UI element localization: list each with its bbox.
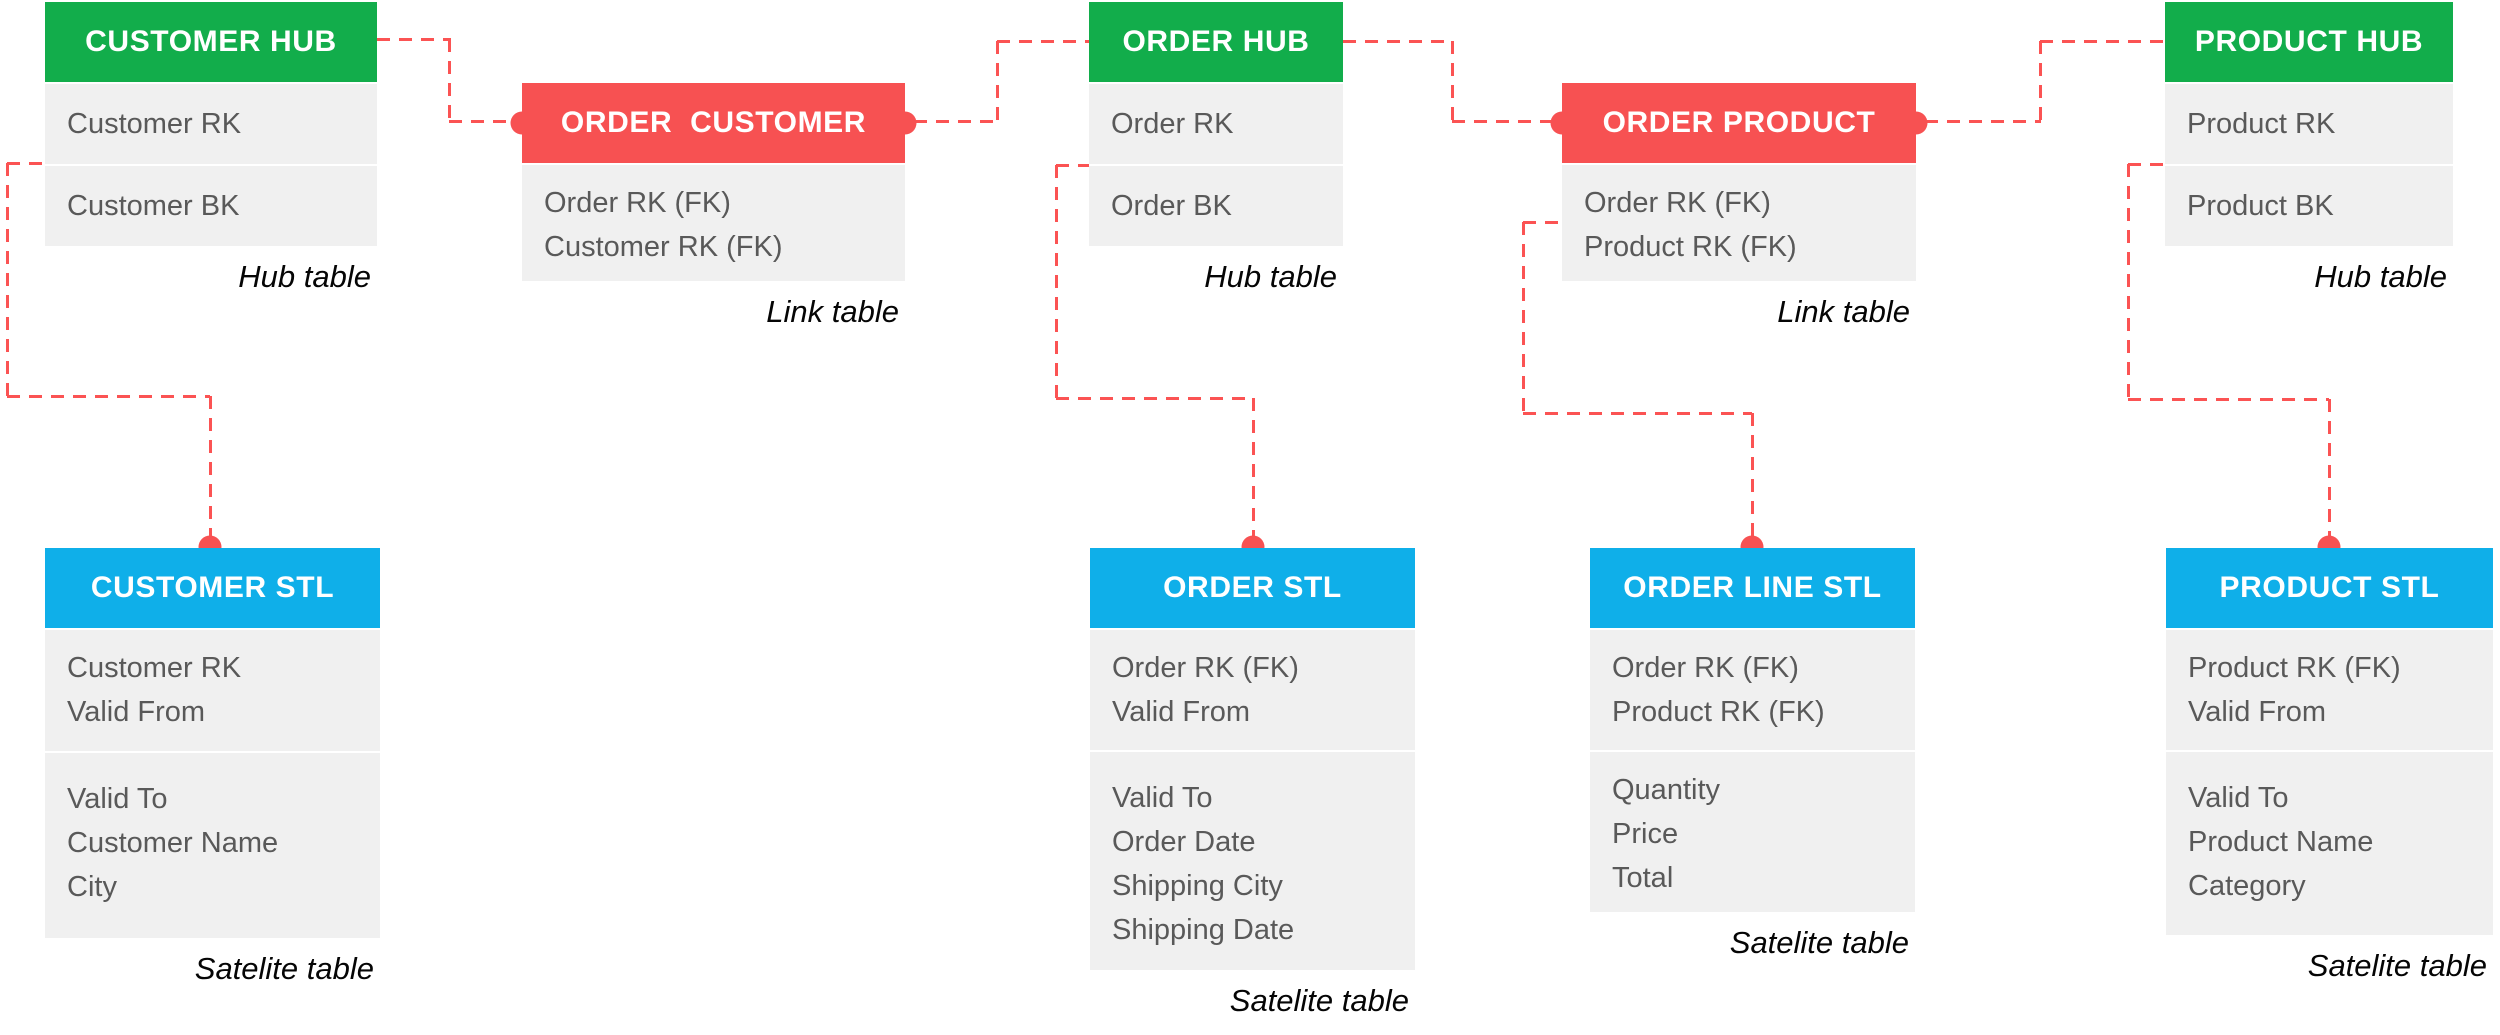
order-line-stl-type-label: Satelite table bbox=[1729, 925, 1909, 960]
product-hub-header: PRODUCT HUB bbox=[2165, 2, 2453, 82]
order-customer-link-fields: Order RK (FK) Customer RK (FK) bbox=[522, 165, 905, 281]
order-stl-header: ORDER STL bbox=[1090, 548, 1415, 628]
order-product-to-product-hub-segment bbox=[1925, 119, 2041, 123]
order-hub-to-order-product-segment bbox=[1452, 119, 1553, 123]
customer-hub-to-order-customer-segment bbox=[447, 39, 451, 123]
customer-hub-to-customer-stl-segment bbox=[7, 161, 45, 165]
product-hub-table: PRODUCT HUB Product RK Product BK Hub ta… bbox=[2165, 2, 2453, 295]
customer-stl-header: CUSTOMER STL bbox=[45, 548, 380, 628]
product-stl-key-fields: Product RK (FK) Valid From bbox=[2166, 630, 2493, 750]
order-hub-row-order-bk: Order BK bbox=[1089, 166, 1343, 246]
order-product-type-label: Link table bbox=[1777, 294, 1910, 329]
product-stl-header: PRODUCT STL bbox=[2166, 548, 2493, 628]
customer-hub-type-label: Hub table bbox=[238, 259, 371, 294]
order-product-to-order-line-stl-segment bbox=[1523, 220, 1562, 224]
order-customer-link-table: ORDER CUSTOMER Order RK (FK) Customer RK… bbox=[522, 83, 905, 330]
order-customer-to-order-hub-segment bbox=[995, 41, 999, 123]
order-customer-to-order-hub-segment bbox=[914, 119, 998, 123]
order-hub-to-order-product-segment bbox=[1343, 39, 1453, 43]
order-hub-to-order-stl-segment bbox=[1056, 396, 1253, 400]
order-product-to-product-hub-segment bbox=[2038, 41, 2042, 123]
order-hub-to-order-stl-segment bbox=[1251, 398, 1255, 536]
customer-hub-header: CUSTOMER HUB bbox=[45, 2, 377, 82]
product-hub-to-product-stl-segment bbox=[2128, 397, 2329, 401]
customer-stl-table: CUSTOMER STL Customer RK Valid From Vali… bbox=[45, 548, 380, 987]
order-hub-to-order-product-segment bbox=[1450, 41, 1454, 123]
customer-stl-type-label: Satelite table bbox=[194, 951, 374, 986]
customer-hub-row-customer-rk: Customer RK bbox=[45, 84, 377, 164]
customer-stl-attribute-fields: Valid To Customer Name City bbox=[45, 753, 380, 938]
order-line-stl-header: ORDER LINE STL bbox=[1590, 548, 1915, 628]
order-customer-link-header: ORDER CUSTOMER bbox=[522, 83, 905, 163]
order-customer-to-order-hub-segment bbox=[997, 39, 1089, 43]
product-hub-type-label: Hub table bbox=[2314, 259, 2447, 294]
product-hub-row-product-rk: Product RK bbox=[2165, 84, 2453, 164]
product-stl-attribute-fields: Valid To Product Name Category bbox=[2166, 752, 2493, 935]
order-product-link-header: ORDER PRODUCT bbox=[1562, 83, 1916, 163]
order-hub-row-order-rk: Order RK bbox=[1089, 84, 1343, 164]
order-product-to-order-line-stl-segment bbox=[1521, 222, 1525, 413]
order-hub-header: ORDER HUB bbox=[1089, 2, 1343, 82]
order-hub-type-label: Hub table bbox=[1204, 259, 1337, 294]
order-customer-type-label: Link table bbox=[766, 294, 899, 329]
order-line-stl-table: ORDER LINE STL Order RK (FK) Product RK … bbox=[1590, 548, 1915, 961]
customer-hub-to-order-customer-segment bbox=[377, 37, 451, 41]
order-stl-type-label: Satelite table bbox=[1229, 983, 1409, 1018]
product-hub-to-product-stl-segment bbox=[2126, 164, 2130, 399]
customer-hub-row-customer-bk: Customer BK bbox=[45, 166, 377, 246]
order-hub-table: ORDER HUB Order RK Order BK Hub table bbox=[1089, 2, 1343, 295]
order-hub-to-order-stl-segment bbox=[1056, 163, 1089, 167]
order-product-link-table: ORDER PRODUCT Order RK (FK) Product RK (… bbox=[1562, 83, 1916, 330]
product-stl-table: PRODUCT STL Product RK (FK) Valid From V… bbox=[2166, 548, 2493, 984]
order-hub-to-order-stl-segment bbox=[1054, 165, 1058, 398]
order-stl-table: ORDER STL Order RK (FK) Valid From Valid… bbox=[1090, 548, 1415, 1019]
product-stl-type-label: Satelite table bbox=[2307, 948, 2487, 983]
order-product-to-product-hub-segment bbox=[2040, 39, 2165, 43]
customer-hub-table: CUSTOMER HUB Customer RK Customer BK Hub… bbox=[45, 2, 377, 295]
order-product-link-fields: Order RK (FK) Product RK (FK) bbox=[1562, 165, 1916, 281]
customer-hub-to-customer-stl-segment bbox=[208, 396, 212, 536]
customer-hub-to-customer-stl-segment bbox=[7, 394, 210, 398]
customer-hub-to-order-customer-segment bbox=[449, 119, 513, 123]
order-stl-attribute-fields: Valid To Order Date Shipping City Shippi… bbox=[1090, 752, 1415, 970]
order-stl-key-fields: Order RK (FK) Valid From bbox=[1090, 630, 1415, 750]
customer-hub-to-customer-stl-segment bbox=[5, 163, 9, 397]
order-line-stl-key-fields: Order RK (FK) Product RK (FK) bbox=[1590, 630, 1915, 750]
product-hub-to-product-stl-segment bbox=[2128, 162, 2165, 166]
product-hub-to-product-stl-segment bbox=[2327, 399, 2331, 536]
order-line-stl-attribute-fields: Quantity Price Total bbox=[1590, 752, 1915, 912]
order-product-to-order-line-stl-segment bbox=[1750, 413, 1754, 536]
order-product-to-order-line-stl-segment bbox=[1523, 411, 1752, 415]
product-hub-row-product-bk: Product BK bbox=[2165, 166, 2453, 246]
customer-stl-key-fields: Customer RK Valid From bbox=[45, 630, 380, 751]
